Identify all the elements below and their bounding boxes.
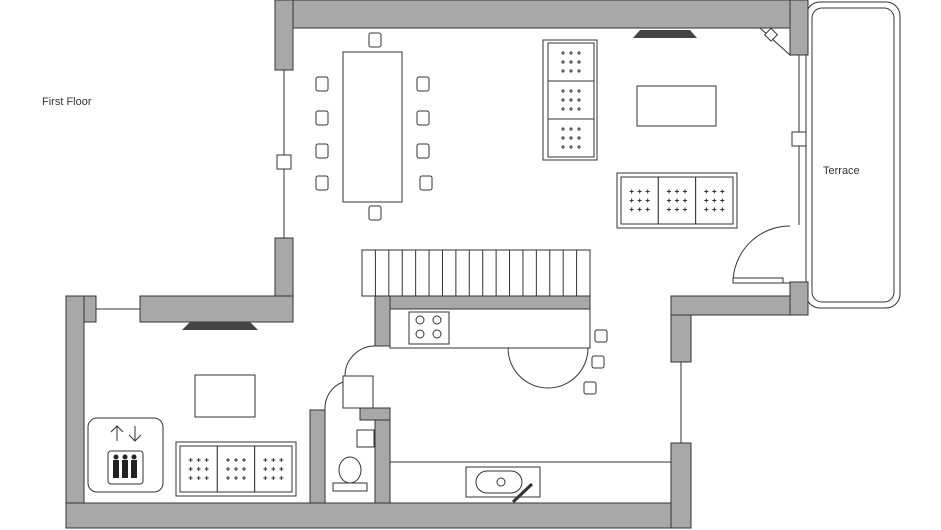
lamp-icon xyxy=(758,27,791,57)
kitchen-counter xyxy=(389,308,672,504)
staircase xyxy=(361,249,591,297)
chair-icon xyxy=(315,110,329,126)
chair-icon xyxy=(315,76,329,92)
terrace-label: Terrace xyxy=(823,165,860,177)
coffee-table xyxy=(636,85,717,127)
walls xyxy=(65,0,809,529)
floor-label: First Floor xyxy=(42,96,92,108)
doors xyxy=(324,225,791,411)
chair-icon xyxy=(315,143,329,159)
chair-icon xyxy=(594,329,608,343)
stove-icon xyxy=(408,311,450,345)
chair-icon xyxy=(591,355,605,369)
bathroom xyxy=(332,429,375,492)
sofa-icon xyxy=(175,39,738,497)
toilet-icon xyxy=(332,456,368,492)
dining-table xyxy=(315,32,608,395)
coffee-table xyxy=(194,374,256,418)
sofa-cushion xyxy=(547,118,595,158)
chair-icon xyxy=(416,76,430,92)
chair-icon xyxy=(368,205,382,221)
basin-icon xyxy=(356,429,375,448)
chair-icon xyxy=(315,175,329,191)
chair-icon xyxy=(368,32,382,48)
chair-icon xyxy=(419,175,433,191)
windows xyxy=(96,55,807,443)
chair-icon xyxy=(583,381,597,395)
lift-icon xyxy=(87,417,164,493)
chair-icon xyxy=(416,143,430,159)
terrace xyxy=(805,1,901,309)
tv-icon xyxy=(182,30,697,330)
sink-icon xyxy=(465,466,541,504)
chair-icon xyxy=(416,110,430,126)
